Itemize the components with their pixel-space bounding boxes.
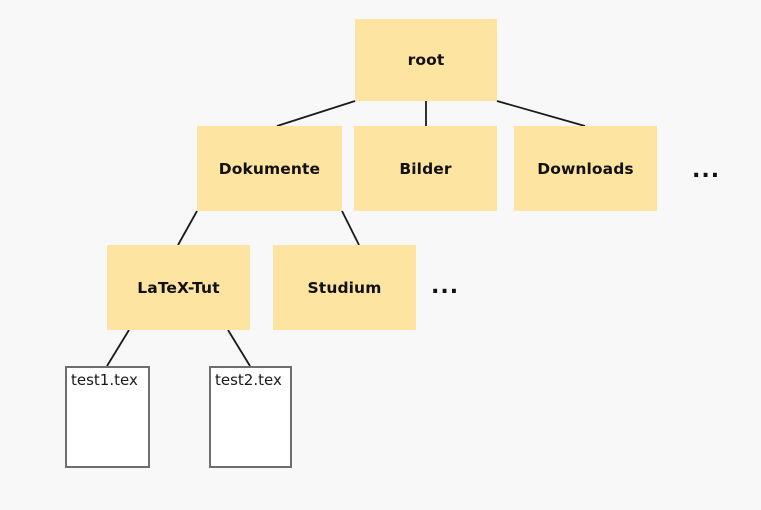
tree-node-label-root: root (407, 51, 445, 69)
tree-edge-dokumente-latextut (177, 210, 198, 246)
tree-node-label-latextut: LaTeX-Tut (137, 278, 220, 297)
tree-node-label-dokumente: Dokumente (218, 159, 321, 178)
tree-node-studium[interactable]: Studium (273, 245, 416, 330)
tree-node-root[interactable]: root (355, 19, 497, 101)
tree-node-label-bilder: Bilder (399, 159, 452, 178)
ellipsis-level3: ... (431, 274, 460, 299)
tree-node-label-studium: Studium (307, 278, 382, 297)
tree-node-dokumente[interactable]: Dokumente (197, 126, 342, 211)
tree-node-downloads[interactable]: Downloads (514, 126, 657, 211)
tree-edge-latextut-test1 (106, 329, 130, 367)
tree-edge-latextut-test2 (227, 329, 251, 367)
tree-node-label-downloads: Downloads (537, 159, 634, 178)
tree-node-bilder[interactable]: Bilder (354, 126, 497, 211)
tree-edge-root-dokumente (276, 100, 356, 127)
tree-edge-root-downloads (496, 100, 586, 127)
ellipsis-level2: ... (692, 158, 721, 183)
tree-node-latextut[interactable]: LaTeX-Tut (107, 245, 250, 330)
tree-node-test2[interactable]: test2.tex (209, 366, 292, 468)
tree-edge-dokumente-studium (341, 210, 360, 246)
tree-node-test1[interactable]: test1.tex (65, 366, 150, 468)
tree-node-label-test1: test1.tex (71, 371, 138, 389)
tree-node-label-test2: test2.tex (215, 371, 282, 389)
